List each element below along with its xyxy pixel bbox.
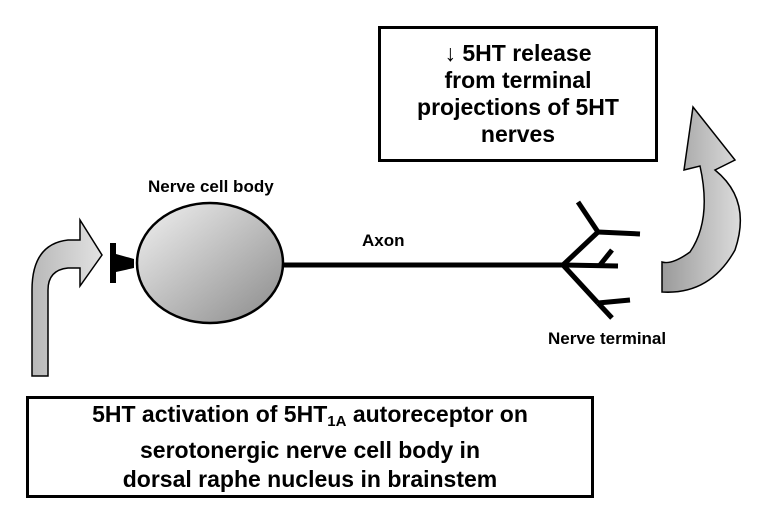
mechanism-text-suffix: autoreceptor on <box>346 401 528 427</box>
result-line-3: projections of 5HT <box>417 94 619 120</box>
nerve-terminal-label: Nerve terminal <box>548 329 667 348</box>
mechanism-line-3: dorsal raphe nucleus in brainstem <box>122 466 498 492</box>
nerve-terminal <box>561 200 641 320</box>
nerve-cell-body <box>135 201 285 325</box>
result-line-1: ↓ 5HT release <box>417 40 619 67</box>
mechanism-box: 5HT activation of 5HT1A autoreceptor on … <box>26 396 594 498</box>
down-arrow-icon: ↓ <box>444 40 456 66</box>
cell-body-label: Nerve cell body <box>148 177 274 196</box>
result-text-1: 5HT release <box>462 40 592 66</box>
result-line-2: from terminal <box>444 67 592 93</box>
receptor-subscript: 1A <box>327 413 347 430</box>
curved-return-arrow-icon <box>661 105 742 293</box>
autoreceptor-icon <box>110 243 134 283</box>
mechanism-line-1: 5HT activation of 5HT1A autoreceptor on <box>92 400 528 436</box>
curved-up-arrow-icon <box>31 217 103 377</box>
result-box: ↓ 5HT release from terminal projections … <box>378 26 658 162</box>
axon-label: Axon <box>362 231 405 250</box>
result-line-4: nerves <box>480 121 556 147</box>
mechanism-line-2: serotonergic nerve cell body in <box>140 437 480 463</box>
mechanism-text-prefix: 5HT activation of 5HT <box>92 401 328 427</box>
